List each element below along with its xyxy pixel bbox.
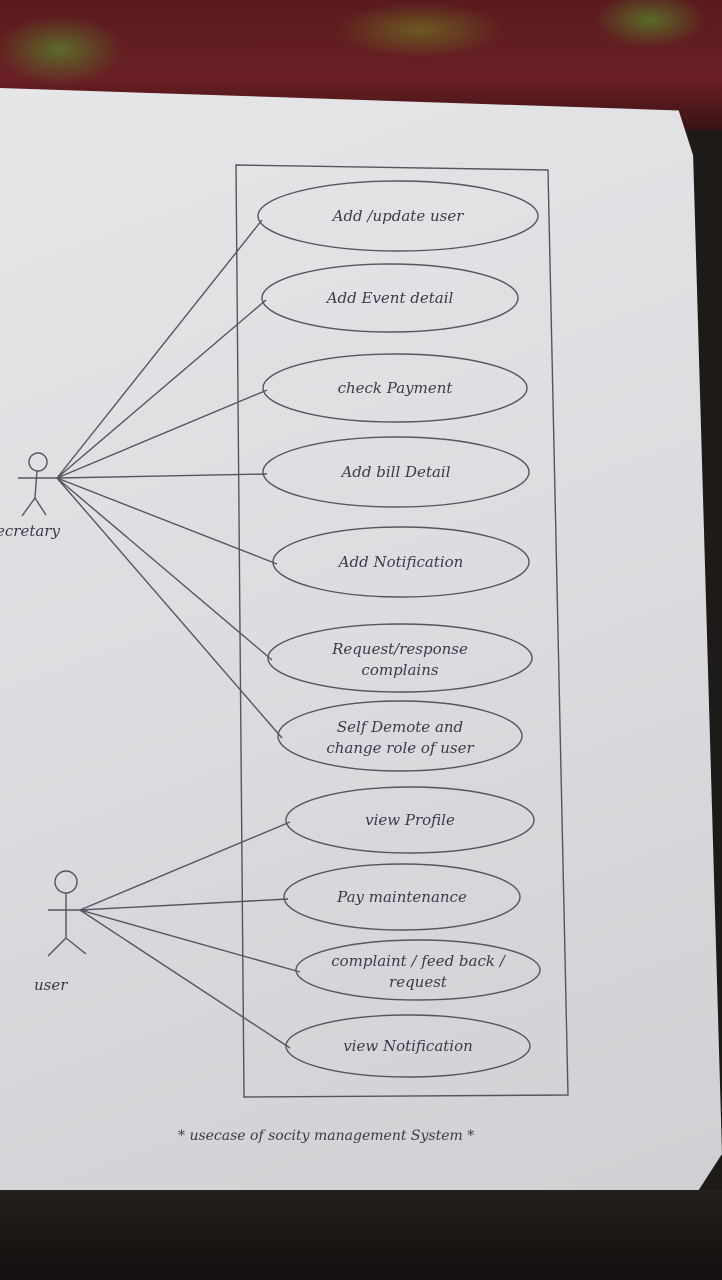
actor-secretary-label: ecretary <box>0 522 60 540</box>
actor-secretary-body <box>34 470 38 499</box>
association-line <box>79 821 291 911</box>
use-case-ellipse <box>283 863 521 931</box>
actor-user-right-leg <box>65 937 87 955</box>
association-line <box>56 473 268 479</box>
actor-secretary: ecretary <box>0 452 60 540</box>
use-case-label: Add bill Detail <box>339 463 450 481</box>
use-case-label: Pay maintenance <box>336 888 467 906</box>
actor-user-head <box>54 870 78 894</box>
use-case-label: Request/response <box>331 640 468 658</box>
use-case-ellipse <box>257 180 539 252</box>
use-case-label-line2: request <box>389 973 448 991</box>
association-line <box>56 477 273 661</box>
actor-user-left-leg <box>47 937 67 957</box>
background-floor <box>0 1190 722 1280</box>
association-line <box>79 898 289 911</box>
use-case-label-line2: complains <box>361 661 438 679</box>
use-case-label: Add Event detail <box>325 289 454 307</box>
use-case-label: complaint / feed back / <box>331 952 507 970</box>
use-case-ellipse <box>272 526 530 598</box>
association-line <box>56 477 278 565</box>
system-boundary <box>235 164 569 1098</box>
association-line <box>79 909 301 973</box>
use-case-label-line2: change role of user <box>326 739 474 757</box>
use-case-label: Add Notification <box>337 553 464 571</box>
use-case-ellipse <box>262 436 530 508</box>
use-case-ellipse <box>261 263 519 333</box>
use-case-label: view Notification <box>343 1037 473 1055</box>
actor-secretary-right-leg <box>34 497 47 516</box>
use-case-ellipse <box>295 939 541 1001</box>
association-line <box>56 389 268 479</box>
use-case-label: view Profile <box>365 811 455 829</box>
actor-user: user <box>34 870 88 994</box>
use-case-ellipse <box>285 786 535 854</box>
use-case-ellipse <box>277 700 523 772</box>
use-case-label: Self Demote and <box>337 718 463 736</box>
diagram-caption: * usecase of socity management System * <box>178 1128 474 1144</box>
use-case-label: check Payment <box>338 379 454 397</box>
use-case-ellipse <box>262 353 528 423</box>
association-lines <box>56 219 301 1049</box>
association-line <box>56 477 283 739</box>
association-line <box>56 219 263 479</box>
actor-secretary-left-leg <box>21 497 36 517</box>
use-case-ellipse <box>285 1014 531 1078</box>
use-case-ellipse <box>267 623 533 693</box>
association-line <box>56 299 267 479</box>
paper-sheet <box>0 88 722 1210</box>
use-case-label: Add /update user <box>331 207 465 225</box>
actor-secretary-head <box>28 452 48 472</box>
association-line <box>79 909 291 1049</box>
actor-user-label: user <box>34 976 68 994</box>
